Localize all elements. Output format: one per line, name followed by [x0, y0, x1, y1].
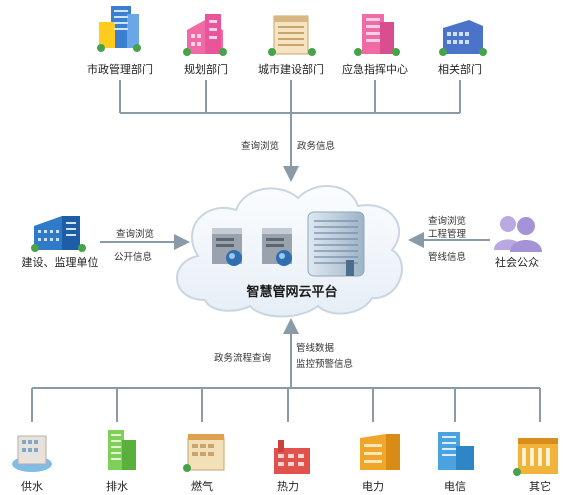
utility-icon [183, 434, 225, 472]
top-dept-icon [439, 20, 487, 56]
platform-title: 智慧管网云平台 [246, 285, 338, 300]
utility-icon [438, 432, 474, 470]
bottom-link-left-text: 政务流程查询 [214, 353, 272, 364]
utility-label-drainage: 排水 [106, 480, 128, 493]
utility-label-other: 其它 [529, 480, 551, 493]
utility-icon [360, 434, 400, 470]
dept-label-related: 相关部门 [438, 63, 482, 76]
utility-icon [108, 430, 136, 470]
left-node-label: 建设、监理单位 [21, 256, 99, 269]
utility-label-water: 供水 [21, 480, 43, 493]
bottom-link-right-line1: 管线数据 [296, 343, 335, 354]
right-link-line1: 查询浏览 [428, 216, 467, 227]
server-icon [212, 228, 242, 266]
construction-company-icon [31, 216, 86, 252]
utility-label-telecom: 电信 [444, 480, 466, 493]
top-link-left-text: 查询浏览 [241, 141, 280, 152]
dept-label-municipal: 市政管理部门 [87, 63, 153, 76]
bottom-connector [31, 318, 541, 422]
dept-label-planning: 规划部门 [184, 63, 228, 76]
utility-label-power: 电力 [362, 480, 384, 493]
utility-icon [12, 435, 52, 472]
right-node-label: 社会公众 [495, 256, 539, 269]
top-dept-icon [354, 14, 400, 56]
top-dept-icon [183, 14, 227, 56]
data-center-tower-icon [307, 211, 365, 277]
top-dept-icon [97, 6, 141, 52]
top-dept-icon [268, 15, 316, 56]
right-link-line3: 管线信息 [428, 252, 467, 263]
bottom-link-right-line2: 监控预警信息 [296, 359, 354, 370]
left-link-upper-text: 查询浏览 [116, 229, 155, 240]
people-icon [494, 216, 542, 252]
server-icon [262, 228, 292, 266]
dept-label-emergency: 应急指挥中心 [342, 63, 408, 76]
left-link-lower-text: 公开信息 [114, 252, 153, 263]
utility-label-heating: 热力 [277, 480, 299, 493]
utility-icon [274, 440, 310, 474]
utility-icon [513, 438, 558, 476]
top-connector [119, 80, 461, 182]
dept-label-construction: 城市建设部门 [258, 63, 324, 76]
utility-label-gas: 燃气 [191, 480, 213, 493]
top-link-right-text: 政务信息 [297, 141, 336, 152]
right-link-line2: 工程管理 [428, 229, 467, 240]
